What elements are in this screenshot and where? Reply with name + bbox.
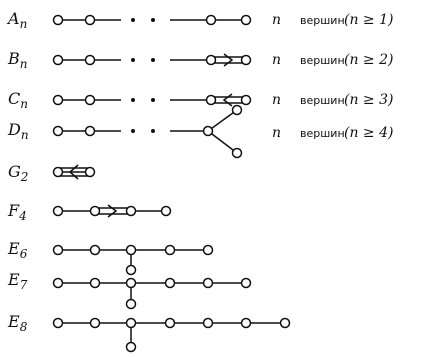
node <box>89 244 101 256</box>
label-E-6: E6 <box>7 239 28 261</box>
node <box>125 277 137 289</box>
node <box>84 14 96 26</box>
node <box>52 125 64 137</box>
node <box>52 317 64 329</box>
node <box>125 244 137 256</box>
diagram-E-6 <box>52 244 214 276</box>
row-labels: An Bn Cn Dn G2 F4 E6 E7 E8 <box>6 9 29 334</box>
node <box>84 54 96 66</box>
node <box>231 147 243 159</box>
ellipsis-dot <box>151 58 155 62</box>
node <box>52 277 64 289</box>
row-descriptions: n вершин (n ≥ 1) n вершин (n ≥ 2) n верш… <box>272 12 393 141</box>
diagram-C-n <box>52 93 252 107</box>
node <box>125 298 137 310</box>
label-E-8: E8 <box>7 312 28 334</box>
label-C-n: Cn <box>8 89 28 111</box>
node <box>202 244 214 256</box>
label-F-4: F4 <box>7 201 27 223</box>
label-B-n: Bn <box>7 49 28 71</box>
label-E-7: E7 <box>7 270 28 292</box>
node <box>240 14 252 26</box>
node <box>205 54 217 66</box>
node <box>84 166 96 178</box>
node <box>240 277 252 289</box>
node <box>231 104 243 116</box>
edge <box>207 109 238 132</box>
node <box>125 264 137 276</box>
label-G-2: G2 <box>8 162 28 184</box>
node <box>52 94 64 106</box>
node <box>52 54 64 66</box>
ellipsis-dot <box>131 58 135 62</box>
node <box>279 317 291 329</box>
diagram-B-n <box>52 53 252 67</box>
edge <box>207 130 238 154</box>
node <box>202 277 214 289</box>
node <box>89 205 101 217</box>
diagram-G-2 <box>52 164 96 180</box>
node <box>205 14 217 26</box>
diagram-E-8 <box>52 317 291 353</box>
node <box>240 317 252 329</box>
ellipsis-dot <box>151 18 155 22</box>
ellipsis-dot <box>151 98 155 102</box>
vertices-word: вершин <box>300 94 345 107</box>
arrow-right-icon <box>223 53 234 67</box>
label-D-n: Dn <box>7 120 29 142</box>
vertices-word: вершин <box>300 54 345 67</box>
n-symbol: n <box>272 125 281 141</box>
node <box>52 244 64 256</box>
node <box>125 317 137 329</box>
ellipsis-dot <box>131 129 135 133</box>
diagram-D-n <box>52 104 243 159</box>
arrow-left-icon <box>222 93 233 107</box>
ellipsis-dot <box>131 18 135 22</box>
n-symbol: n <box>272 92 281 108</box>
arrow-left-icon <box>68 164 79 180</box>
node <box>52 166 64 178</box>
label-A-n: An <box>6 9 27 31</box>
diagram-E-7 <box>52 277 252 310</box>
condition-A-n: (n ≥ 1) <box>344 12 393 28</box>
node <box>125 341 137 353</box>
diagram-F-4 <box>52 204 172 218</box>
node <box>240 54 252 66</box>
node <box>84 125 96 137</box>
node <box>202 317 214 329</box>
condition-C-n: (n ≥ 3) <box>344 92 393 108</box>
ellipsis-dot <box>131 98 135 102</box>
node <box>125 205 137 217</box>
ellipsis-dot <box>151 129 155 133</box>
node <box>164 277 176 289</box>
vertices-word: вершин <box>300 14 345 27</box>
node <box>202 125 214 137</box>
condition-D-n: (n ≥ 4) <box>344 125 393 141</box>
node <box>89 277 101 289</box>
node <box>52 205 64 217</box>
node <box>84 94 96 106</box>
node <box>240 94 252 106</box>
node <box>205 94 217 106</box>
node <box>52 14 64 26</box>
node <box>164 317 176 329</box>
node <box>160 205 172 217</box>
n-symbol: n <box>272 52 281 68</box>
node <box>164 244 176 256</box>
node <box>89 317 101 329</box>
condition-B-n: (n ≥ 2) <box>344 52 393 68</box>
arrow-right-icon <box>107 204 118 218</box>
vertices-word: вершин <box>300 127 345 140</box>
diagram-A-n <box>52 14 252 26</box>
n-symbol: n <box>272 12 281 28</box>
